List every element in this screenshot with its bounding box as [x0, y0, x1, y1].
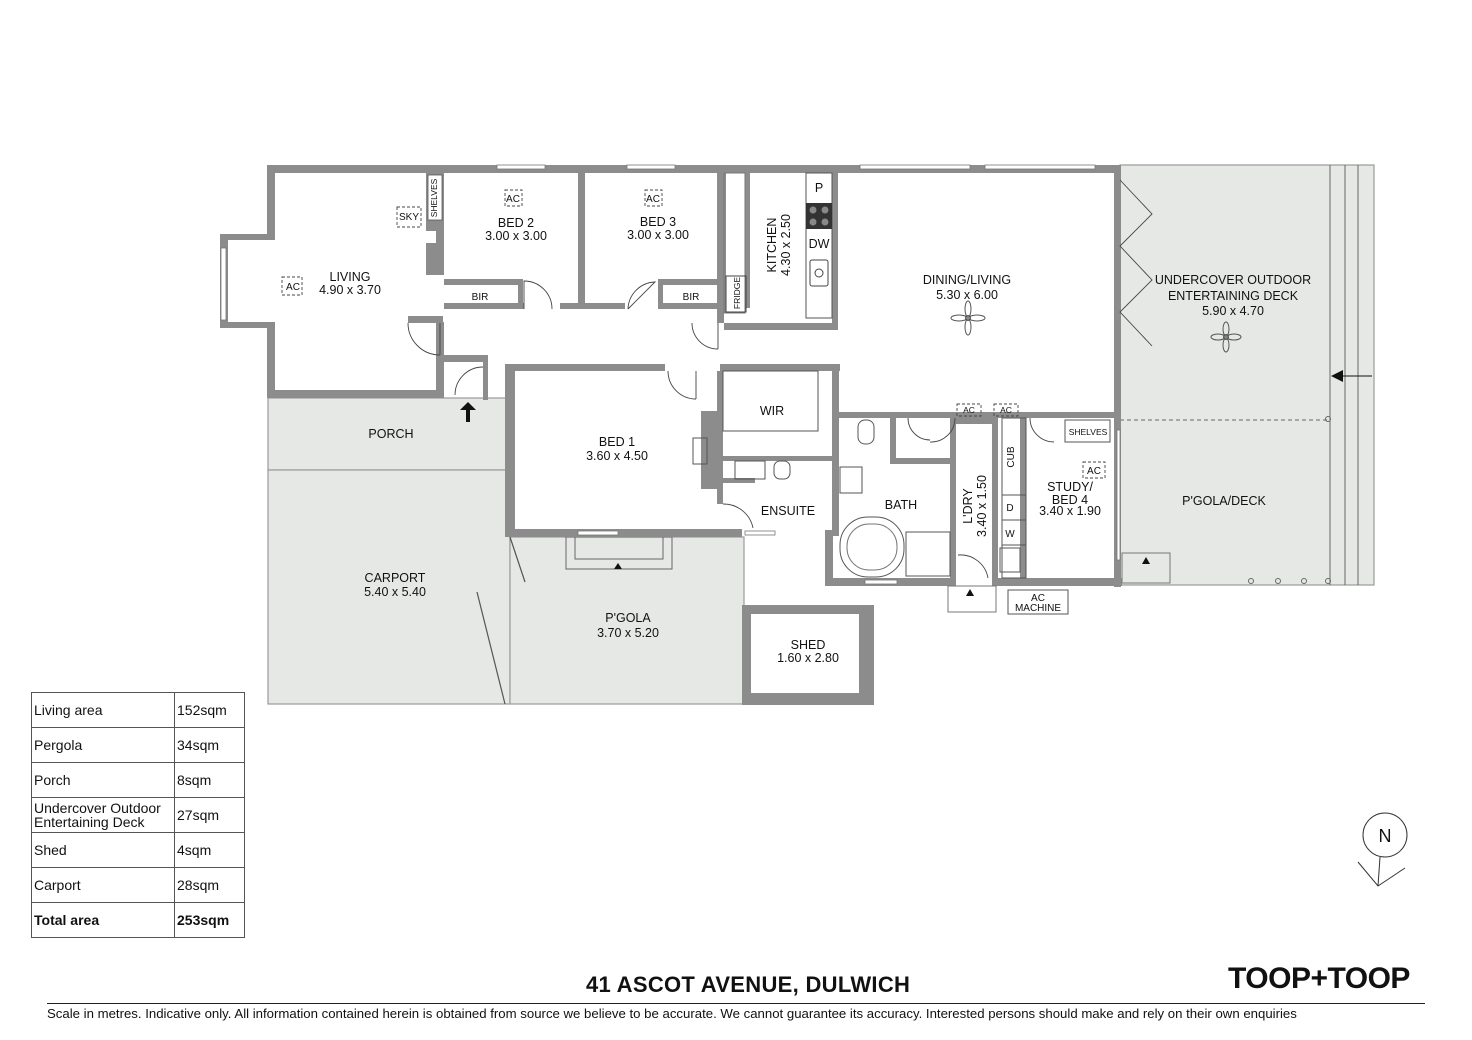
entry-arrows: [460, 370, 1372, 596]
total-value: 253sqm: [174, 902, 245, 938]
shelves-study: SHELVES: [1069, 427, 1108, 437]
footer-divider: [47, 1003, 1425, 1004]
area-value: 27sqm: [174, 797, 245, 833]
cupboard-label: CUB: [1006, 446, 1017, 467]
doors: [407, 179, 1153, 579]
table-row: Pergola 34sqm: [31, 727, 245, 763]
deck-area: [1119, 164, 1375, 586]
table-row: Undercover Outdoor Entertaining Deck 27s…: [31, 797, 245, 833]
bed3-size: 3.00 x 3.00: [627, 228, 689, 242]
ensuite-name: ENSUITE: [761, 504, 815, 518]
table-row-total: Total area 253sqm: [31, 902, 245, 938]
study-size: 3.40 x 1.90: [1039, 504, 1101, 518]
brand-logo: TOOP+TOOP: [1228, 962, 1410, 995]
ac-bed3: AC: [646, 194, 660, 205]
study-line1: STUDY/: [1047, 480, 1093, 494]
area-label: Shed: [31, 832, 175, 868]
property-address: 41 ASCOT AVENUE, DULWICH: [586, 972, 911, 997]
cooktop-icon: [806, 203, 832, 229]
disclaimer-text: Scale in metres. Indicative only. All in…: [47, 1006, 1297, 1021]
sky-label: SKY: [399, 212, 419, 223]
shed-name: SHED: [791, 638, 826, 652]
kitchen-name: KITCHEN: [765, 218, 779, 273]
shed-size: 1.60 x 2.80: [777, 651, 839, 665]
bir-bed3: BIR: [683, 292, 700, 303]
fixture-labels: SKY SHELVES AC AC AC BIR BIR FRIDGE P DW…: [286, 178, 1108, 614]
bir-bed2: BIR: [472, 292, 489, 303]
pgola-size: 3.70 x 5.20: [597, 626, 659, 640]
bed2-name: BED 2: [498, 216, 534, 230]
area-value: 8sqm: [174, 762, 245, 798]
bed3-name: BED 3: [640, 215, 676, 229]
deck-line1: UNDERCOVER OUTDOOR: [1155, 273, 1311, 287]
deck-line2: ENTERTAINING DECK: [1168, 289, 1299, 303]
pantry-label: P: [815, 181, 823, 195]
porch-name: PORCH: [368, 427, 413, 441]
fridge-label: FRIDGE: [732, 277, 742, 309]
living-name: LIVING: [330, 270, 371, 284]
table-row: Shed 4sqm: [31, 832, 245, 868]
study-line2: BED 4: [1052, 493, 1088, 507]
area-label: Living area: [31, 692, 175, 728]
carport-name: CARPORT: [365, 571, 426, 585]
laundry-name: L'DRY: [961, 488, 975, 524]
dining-size: 5.30 x 6.00: [936, 288, 998, 302]
shower-icon: [905, 531, 951, 577]
dryer-label: D: [1006, 503, 1013, 514]
dishwasher-label: DW: [809, 237, 830, 251]
kitchen-sink-icon: [809, 259, 829, 287]
north-compass-icon: N: [1357, 812, 1408, 887]
washer-label: W: [1005, 529, 1015, 540]
ac-machine-line1: AC: [1031, 593, 1045, 604]
area-label: Pergola: [31, 727, 175, 763]
laundry-size: 3.40 x 1.50: [975, 475, 989, 537]
area-value: 152sqm: [174, 692, 245, 728]
carport-size: 5.40 x 5.40: [364, 585, 426, 599]
compass-n: N: [1379, 826, 1392, 846]
living-size: 4.90 x 3.70: [319, 283, 381, 297]
bed1-name: BED 1: [599, 435, 635, 449]
shelves-label: SHELVES: [429, 178, 439, 217]
ac-living: AC: [286, 282, 300, 293]
area-value: 4sqm: [174, 832, 245, 868]
area-value: 28sqm: [174, 867, 245, 903]
room-labels: LIVING 4.90 x 3.70 BED 2 3.00 x 3.00 BED…: [319, 214, 1311, 665]
bed1-size: 3.60 x 4.50: [586, 449, 648, 463]
vanity-icon: [734, 460, 766, 480]
pgola-deck-name: P'GOLA/DECK: [1182, 494, 1266, 508]
ceiling-fan-icon: [950, 300, 1242, 353]
shed: [742, 605, 874, 705]
area-label: Porch: [31, 762, 175, 798]
ac-bed2: AC: [506, 194, 520, 205]
ac-laundry-2: AC: [1000, 405, 1012, 415]
area-label: Carport: [31, 867, 175, 903]
area-value: 34sqm: [174, 727, 245, 763]
area-label: Undercover Outdoor Entertaining Deck: [31, 797, 175, 833]
area-table: Living area 152sqm Pergola 34sqm Porch 8…: [31, 692, 245, 938]
deck-size: 5.90 x 4.70: [1202, 304, 1264, 318]
table-row: Living area 152sqm: [31, 692, 245, 728]
windows: [220, 164, 1121, 585]
outdoor-areas: [267, 164, 1375, 705]
toilet-icon: [773, 460, 791, 480]
toilet-icon-2: [857, 419, 875, 445]
total-label: Total area: [31, 902, 175, 938]
area-label-line2: Entertaining Deck: [34, 814, 145, 830]
spa-bath-icon: [839, 516, 905, 578]
wir-name: WIR: [760, 404, 784, 418]
bath-name: BATH: [885, 498, 917, 512]
fixtures: [281, 172, 1171, 615]
bed2-size: 3.00 x 3.00: [485, 229, 547, 243]
ac-machine-line2: MACHINE: [1015, 603, 1061, 614]
pgola-name: P'GOLA: [605, 611, 651, 625]
table-row: Carport 28sqm: [31, 867, 245, 903]
ac-laundry: AC: [963, 405, 975, 415]
table-row: Porch 8sqm: [31, 762, 245, 798]
ac-study: AC: [1087, 466, 1101, 477]
kitchen-size: 4.30 x 2.50: [779, 214, 793, 276]
carport-area: [267, 469, 511, 705]
area-label-line1: Undercover Outdoor: [34, 800, 161, 816]
dining-name: DINING/LIVING: [923, 273, 1011, 287]
